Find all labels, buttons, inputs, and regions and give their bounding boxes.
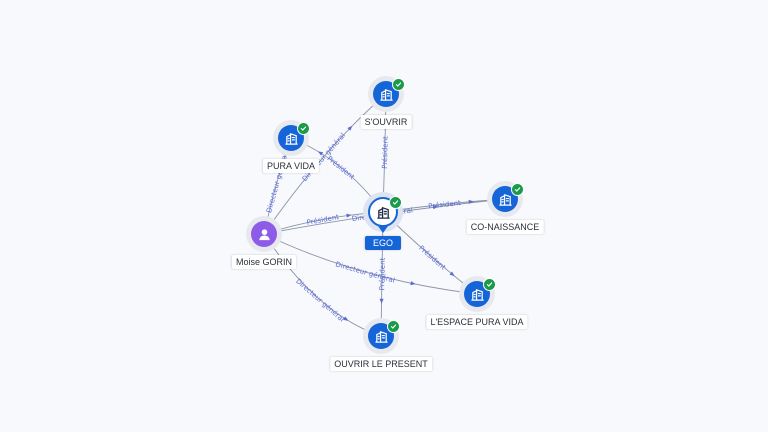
check-icon [514, 187, 521, 192]
edge-label: Directeur général [294, 277, 346, 323]
check-icon [300, 126, 307, 131]
edge-arrow [468, 199, 474, 204]
check-icon [390, 324, 397, 329]
node-label[interactable]: PURA VIDA [262, 159, 320, 173]
person-icon [258, 228, 270, 240]
edge-arrow [379, 298, 384, 304]
edge-arrow [449, 271, 455, 277]
edge-label: Président [428, 199, 462, 210]
building-icon [379, 88, 393, 101]
edge-label: Président [417, 244, 447, 272]
check-icon [486, 282, 493, 287]
building-icon [374, 330, 388, 343]
edge-label: Président [378, 257, 387, 290]
edge-arrow [346, 213, 352, 218]
node-label[interactable]: S'OUVRIR [360, 115, 412, 129]
building-icon [284, 132, 298, 145]
building-icon [470, 288, 484, 301]
verified-badge [297, 122, 310, 135]
edge-label: Président [325, 155, 356, 182]
node-label[interactable]: Moise GORIN [231, 255, 297, 269]
edge-label: Président [306, 213, 340, 227]
check-icon [392, 200, 399, 205]
edge-arrow [343, 316, 349, 321]
node-label[interactable]: OUVRIR LE PRESENT [330, 357, 432, 371]
verified-badge [511, 183, 524, 196]
verified-badge [387, 320, 400, 333]
verified-badge [483, 278, 496, 291]
edge-moise-lespace [263, 233, 478, 295]
verified-badge [389, 196, 402, 209]
node-label[interactable]: CO-NAISSANCE [466, 220, 544, 234]
edge-arrow [347, 125, 353, 131]
edge-arrow [432, 205, 439, 210]
pin-pointer [378, 226, 388, 233]
node-label[interactable]: EGO [364, 236, 402, 250]
edge-arrow [317, 151, 324, 156]
edge-moise-ouvrir_present [263, 233, 382, 337]
edge-arrow [410, 281, 416, 286]
check-icon [395, 82, 402, 87]
node-label[interactable]: L'ESPACE PURA VIDA [426, 315, 528, 329]
node-disc[interactable] [251, 221, 277, 247]
edge-label: Président [381, 136, 390, 169]
verified-badge [392, 78, 405, 91]
building-icon [376, 206, 390, 219]
building-icon [498, 193, 512, 206]
edge-moise-s_ouvrir [263, 93, 387, 235]
